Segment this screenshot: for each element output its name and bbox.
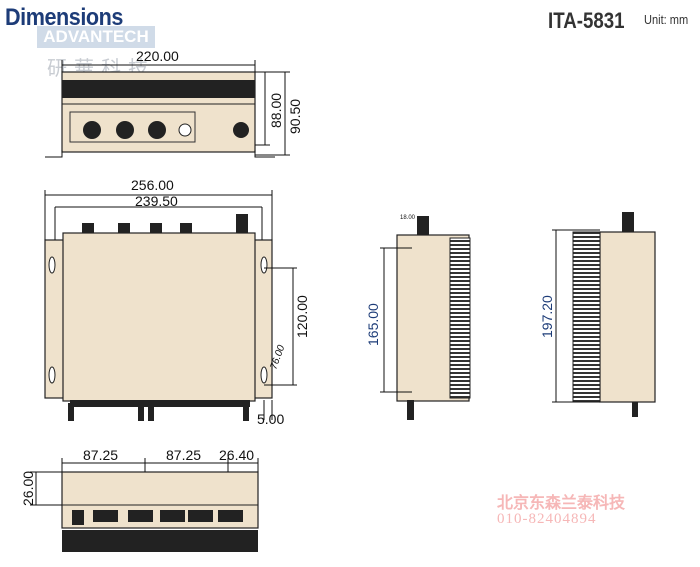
dim-bottom-seg2: 87.25 — [166, 447, 201, 463]
dim-front-outer-width: 256.00 — [131, 177, 174, 193]
watermark-phone: 010-82404894 — [497, 511, 597, 527]
front-panel-view: 220.00 88.00 90.50 — [45, 48, 303, 158]
top-view: 256.00 239.50 120.00 76.00 5.00 — [44, 177, 310, 427]
side-view-right: 197.20 — [539, 212, 656, 417]
dim-side-small: 18.00 — [400, 215, 416, 221]
side-view-left: 165.00 18.00 — [365, 215, 471, 420]
dim-front-inner-width: 239.50 — [135, 193, 178, 209]
unit-label: Unit: mm — [644, 12, 689, 27]
watermark-company: 北京东森兰泰科技 — [497, 495, 626, 512]
dim-bottom-height: 26.00 — [20, 471, 36, 506]
dim-side-height: 165.00 — [365, 303, 381, 346]
dim-front-offset: 5.00 — [257, 411, 284, 427]
dim-side2-height: 197.20 — [539, 295, 555, 338]
dim-top-height-outer: 90.50 — [287, 99, 303, 134]
dim-mount-spacing: 120.00 — [294, 295, 310, 338]
dim-bottom-seg3: 26.40 — [219, 447, 254, 463]
dim-top-width: 220.00 — [136, 48, 179, 64]
dim-top-height-inner: 88.00 — [268, 93, 284, 128]
rear-panel-view: 87.25 87.25 26.40 26.00 — [20, 447, 259, 552]
dim-bottom-seg1: 87.25 — [83, 447, 118, 463]
model-name: ITA-5831 — [548, 8, 625, 33]
advantech-logo: ADVANTECH — [37, 26, 155, 48]
